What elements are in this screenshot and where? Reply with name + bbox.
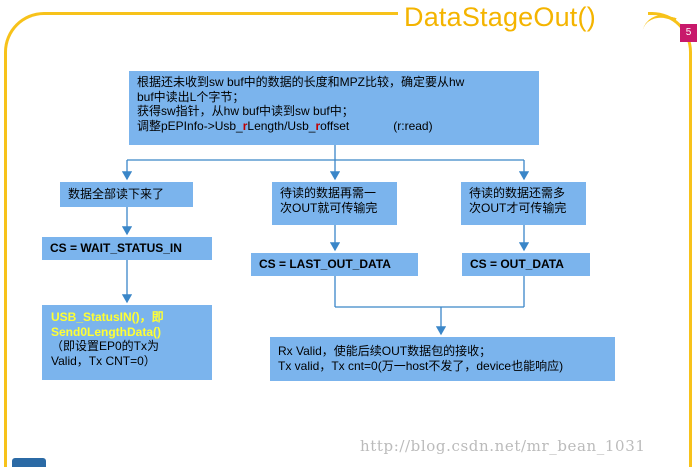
status-in-line-3: （即设置EP0的Tx为 xyxy=(51,339,160,353)
box-cs-out-data: CS = OUT_DATA xyxy=(462,253,590,276)
top-box-line-2: buf中读出L个字节； xyxy=(137,89,245,104)
slide-frame xyxy=(4,12,692,467)
page-number-badge: 5 xyxy=(680,24,697,42)
box-rx-tx-valid: Rx Valid，使能后续OUT数据包的接收； Tx valid，Tx cnt=… xyxy=(270,337,615,381)
box-cs-last-out-data: CS = LAST_OUT_DATA xyxy=(251,253,418,276)
corner-logo-icon xyxy=(12,458,46,467)
box-read-from-hw-buf: 根据还未收到sw buf中的数据的长度和MPZ比较，确定要从hw buf中读出L… xyxy=(129,71,539,145)
box-cs-wait-status-in: CS = WAIT_STATUS_IN xyxy=(42,237,212,260)
r-highlight-2: r xyxy=(315,118,321,133)
status-in-line-4: Valid，Tx CNT=0） xyxy=(51,353,156,368)
box-status-in: USB_StatusIN()，即 Send0LengthData() （即设置E… xyxy=(42,305,212,380)
slide-title: DataStageOut() xyxy=(404,2,596,32)
top-box-line-3: 获得sw指针，从hw buf中读到sw buf中； xyxy=(137,104,354,118)
title-background xyxy=(398,0,648,36)
box-need-more-out: 待读的数据还需多 次OUT才可传输完 xyxy=(461,182,586,225)
watermark-url: http://blog.csdn.net/mr_bean_1031 xyxy=(360,437,646,455)
status-in-line-1: USB_StatusIN()，即 xyxy=(51,310,164,324)
box-need-one-out: 待读的数据再需一 次OUT就可传输完 xyxy=(272,182,397,225)
r-highlight-1: r xyxy=(242,118,248,133)
top-box-line-1: 根据还未收到sw buf中的数据的长度和MPZ比较，确定要从hw xyxy=(137,75,465,89)
status-in-line-2: Send0LengthData() xyxy=(51,324,162,339)
top-box-line-4: 调整pEPInfo->Usb_rLength/Usb_roffset(r:rea… xyxy=(137,118,433,133)
box-all-data-read: 数据全部读下来了 xyxy=(60,182,193,207)
